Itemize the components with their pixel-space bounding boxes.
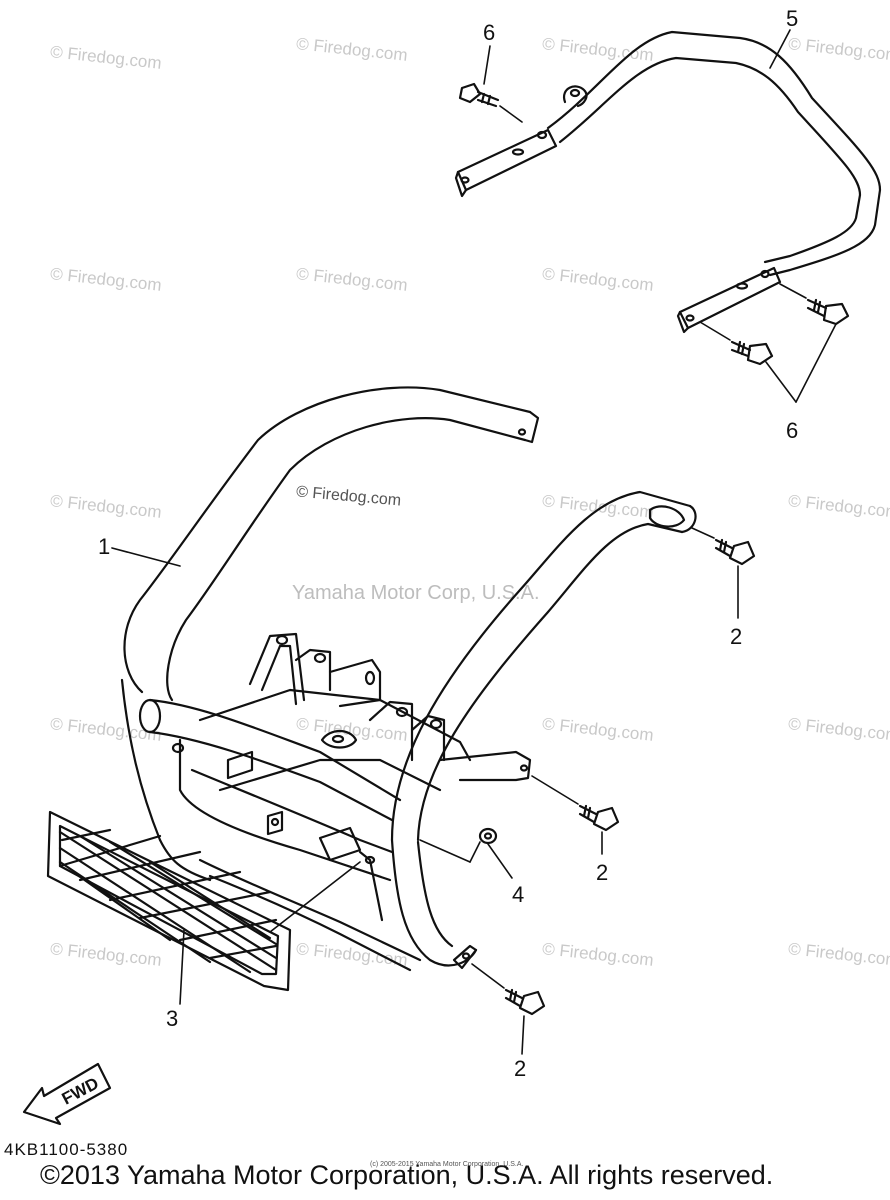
diagram-part-code: 4KB1100-5380 bbox=[4, 1140, 129, 1159]
callout-1: 1 bbox=[98, 534, 111, 559]
leader-line bbox=[769, 29, 791, 69]
leader-line bbox=[111, 547, 181, 567]
leader-line bbox=[483, 45, 491, 85]
yamaha-watermark: Yamaha Motor Corp, U.S.A. bbox=[292, 582, 540, 604]
callout-6-bottom: 6 bbox=[786, 418, 799, 443]
bolt-6-top bbox=[458, 82, 523, 123]
front-grille bbox=[46, 810, 292, 992]
bolt-6-right-upper bbox=[779, 283, 850, 326]
leader-line bbox=[795, 323, 837, 403]
callout-2-lower: 2 bbox=[514, 1056, 527, 1081]
front-guard-frame bbox=[120, 386, 697, 972]
callout-6-top: 6 bbox=[483, 20, 496, 45]
callout-5: 5 bbox=[786, 6, 799, 31]
callout-2-upper: 2 bbox=[730, 624, 743, 649]
bolt-2-upper bbox=[691, 527, 756, 619]
copyright-footer: ©2013 Yamaha Motor Corporation, U.S.A. A… bbox=[40, 1160, 774, 1190]
callout-3: 3 bbox=[166, 1006, 179, 1031]
bolt-6-right-lower bbox=[699, 321, 774, 366]
callout-4: 4 bbox=[512, 882, 525, 907]
callout-2-middle: 2 bbox=[596, 860, 609, 885]
washer-4 bbox=[419, 827, 513, 879]
rear-guard-bar bbox=[454, 30, 882, 334]
small-copyright: (c) 2005-2015 Yamaha Motor Corporation, … bbox=[370, 1161, 524, 1168]
bolt-2-middle bbox=[531, 775, 620, 855]
leader-line bbox=[269, 861, 361, 933]
forward-arrow-icon: FWD bbox=[22, 1062, 112, 1126]
leader-line bbox=[179, 929, 185, 1005]
bolt-2-lower bbox=[471, 963, 546, 1055]
leader-line bbox=[765, 361, 797, 403]
